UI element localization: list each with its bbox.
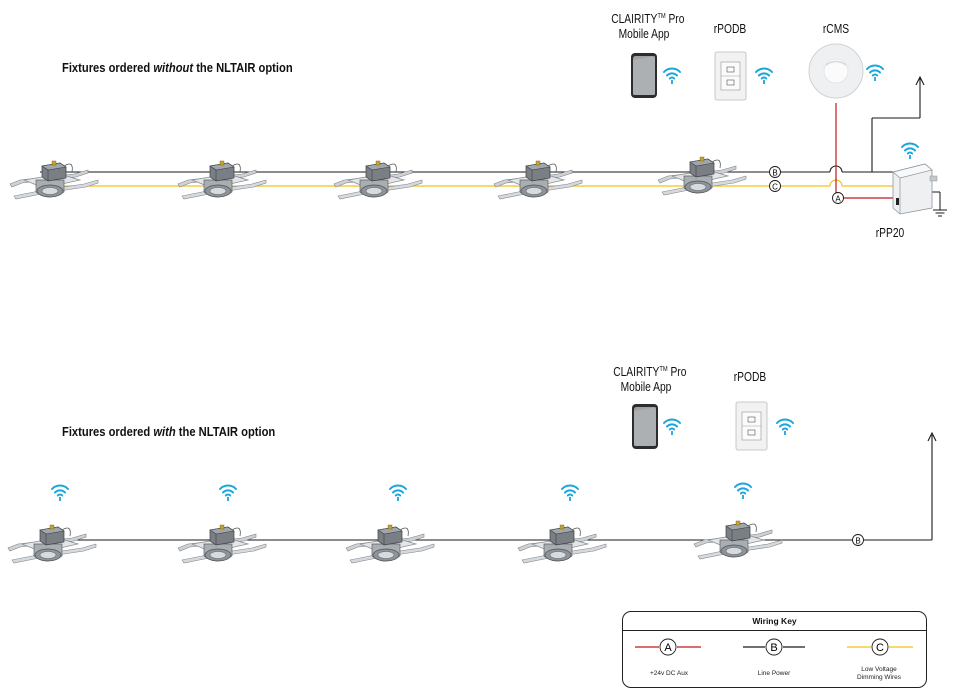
title-prefix: Fixtures ordered — [62, 60, 154, 75]
wiring-key-symbols: A B C — [635, 638, 913, 656]
downlight-fixture-icon — [9, 160, 99, 200]
key-label-line-power: Line Power — [757, 670, 791, 677]
wifi-icon — [866, 64, 884, 82]
trademark: TM — [657, 13, 666, 20]
key-symbol-b: B — [770, 642, 777, 654]
wifi-icon — [755, 67, 773, 85]
wifi-icon — [219, 484, 237, 502]
bottom-section-title: Fixtures ordered with the NLTAIR option — [62, 424, 275, 439]
downlight-fixture-icon — [177, 160, 267, 200]
key-symbol-a: A — [664, 642, 672, 654]
wifi-icon — [734, 482, 752, 500]
phone-icon — [631, 53, 657, 98]
downlight-fixture-icon — [493, 160, 583, 200]
app-label-name: CLAIRITY — [611, 12, 658, 27]
wifi-icon — [663, 67, 681, 85]
podb-label: rPODB — [713, 22, 747, 36]
ceiling-sensor-icon — [808, 43, 864, 99]
wifi-icon — [776, 418, 794, 436]
wiring-key: Wiring Key A B C +24v DC Aux Line Power … — [622, 611, 927, 688]
wire-marker-c: C — [769, 180, 781, 192]
title-suffix: the NLTAIR option — [193, 60, 293, 75]
downlight-fixture-icon — [517, 524, 607, 564]
svg-text:A: A — [835, 194, 841, 203]
ground-icon — [933, 209, 947, 217]
downlight-fixture-icon — [177, 524, 267, 564]
app-label: CLAIRITYTM Pro Mobile App — [613, 362, 686, 395]
app-label-line2: Mobile App — [620, 380, 672, 395]
app-label-name: CLAIRITY — [613, 365, 660, 380]
svg-text:C: C — [772, 182, 778, 191]
wifi-icon — [51, 484, 69, 502]
wall-switch-icon — [714, 51, 747, 101]
svg-text:B: B — [855, 536, 860, 545]
app-label-line2: Mobile App — [618, 27, 670, 42]
key-label-dimming: Low Voltage Dimming Wires — [839, 666, 919, 682]
app-label-pro: Pro — [665, 12, 685, 27]
downlight-fixture-icon — [657, 156, 747, 196]
downlight-fixture-icon — [7, 524, 97, 564]
cms-label: rCMS — [822, 22, 850, 36]
wall-switch-icon — [735, 401, 768, 451]
key-label-aux: +24v DC Aux — [649, 670, 689, 677]
key-label-dimming-line2: Dimming Wires — [856, 674, 902, 681]
key-symbol-c: C — [876, 642, 884, 654]
trademark: TM — [659, 366, 668, 373]
pp20-label: rPP20 — [875, 226, 905, 240]
title-suffix: the NLTAIR option — [175, 424, 276, 439]
podb-label: rPODB — [733, 370, 767, 384]
power-pack-icon — [892, 163, 938, 215]
app-label: CLAIRITYTM Pro Mobile App — [611, 9, 684, 42]
wiring-key-title: Wiring Key — [623, 612, 926, 631]
wifi-icon — [389, 484, 407, 502]
downlight-fixture-icon — [333, 160, 423, 200]
title-emphasis: with — [153, 424, 176, 439]
phone-icon — [632, 404, 658, 449]
wifi-icon — [663, 418, 681, 436]
top-section-title: Fixtures ordered without the NLTAIR opti… — [62, 60, 293, 75]
wire-marker-b: B — [769, 166, 781, 178]
downlight-fixture-icon — [345, 524, 435, 564]
wire-marker-a: A — [832, 192, 844, 204]
app-label-pro: Pro — [667, 365, 687, 380]
svg-text:B: B — [772, 168, 777, 177]
title-prefix: Fixtures ordered — [62, 424, 154, 439]
wifi-icon — [901, 142, 919, 160]
title-emphasis: without — [153, 60, 194, 75]
wifi-icon — [561, 484, 579, 502]
key-label-dimming-line1: Low Voltage — [861, 666, 897, 673]
wire-marker-b: B — [852, 534, 864, 546]
